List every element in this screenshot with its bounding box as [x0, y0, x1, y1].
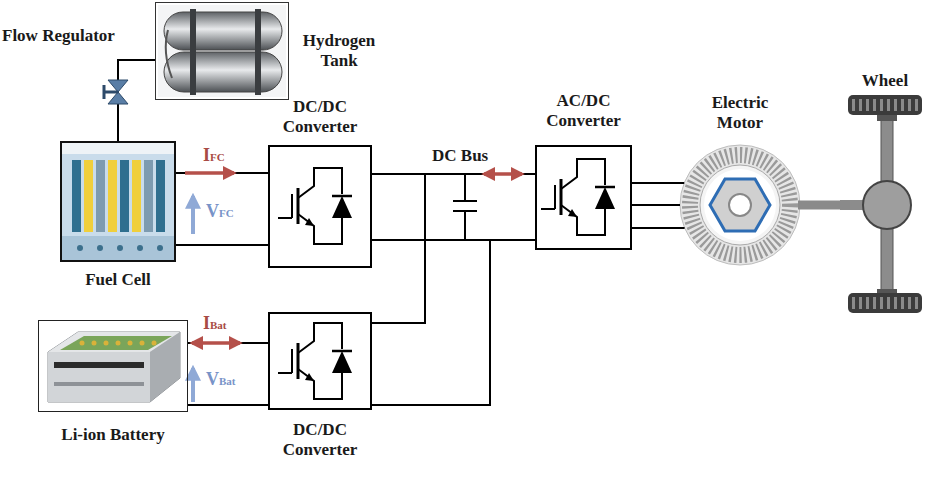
phase-wire — [632, 227, 685, 229]
node-label: DC/DC Converter — [265, 97, 375, 137]
motor-picture — [680, 145, 800, 265]
node-label: Hydrogen Tank — [298, 31, 380, 71]
phase-wire — [632, 182, 684, 184]
valve-label: Flow Regulator — [2, 26, 115, 46]
tank-box: Hydrogen Tank — [155, 2, 289, 100]
power-wire — [188, 404, 268, 406]
motor-shaft — [798, 201, 850, 210]
switch-symbols — [278, 159, 615, 399]
node-label: AC/DC Converter — [529, 91, 639, 131]
voltage-label: VBat — [206, 370, 236, 388]
node-label: Li-ion Battery — [28, 425, 198, 445]
flow-valve — [104, 80, 128, 104]
motor-circle: Electric Motor — [680, 145, 800, 265]
power-wire — [176, 172, 268, 174]
hydrogen-tank-picture — [158, 5, 286, 97]
phase-wire — [632, 183, 685, 228]
power-wire — [188, 342, 268, 344]
wheel-shape: Wheel — [848, 95, 922, 313]
converter-box: DC/DC Converter — [268, 312, 372, 410]
node-label: Wheel — [850, 71, 920, 91]
voltage-arrow — [191, 368, 195, 402]
dc-bus-capacitor — [453, 174, 477, 240]
node-label: Fuel Cell — [58, 270, 178, 290]
power-wire — [176, 244, 268, 246]
node-label: DC/DC Converter — [265, 420, 375, 460]
fuel-cell-box: Fuel Cell — [60, 141, 176, 262]
power-wire — [188, 343, 268, 405]
fuel-cell-picture — [62, 143, 174, 260]
dc-bus-wire — [372, 174, 535, 240]
bus-power-arrow — [484, 172, 522, 176]
battery-box: Li-ion Battery — [38, 320, 188, 412]
phase-wire — [632, 204, 680, 206]
current-arrow — [192, 341, 240, 345]
voltage-arrow — [191, 196, 195, 234]
current-label: IBat — [203, 314, 227, 332]
bus-label: DC Bus — [432, 146, 488, 166]
dc-bus-wire — [372, 240, 535, 405]
voltage-label: VFC — [206, 202, 234, 220]
power-wire — [176, 173, 268, 245]
dc-bus-wire — [372, 174, 535, 323]
node-label: Electric Motor — [690, 93, 790, 133]
current-label: IFC — [203, 146, 225, 164]
converter-box: AC/DC Converter — [535, 145, 632, 250]
dc-bus-wire — [372, 174, 535, 405]
wheel-picture — [840, 95, 922, 313]
current-arrow — [185, 171, 234, 175]
battery-picture — [48, 332, 180, 402]
motor-shaft — [798, 205, 850, 206]
converter-box: DC/DC Converter — [268, 145, 372, 268]
